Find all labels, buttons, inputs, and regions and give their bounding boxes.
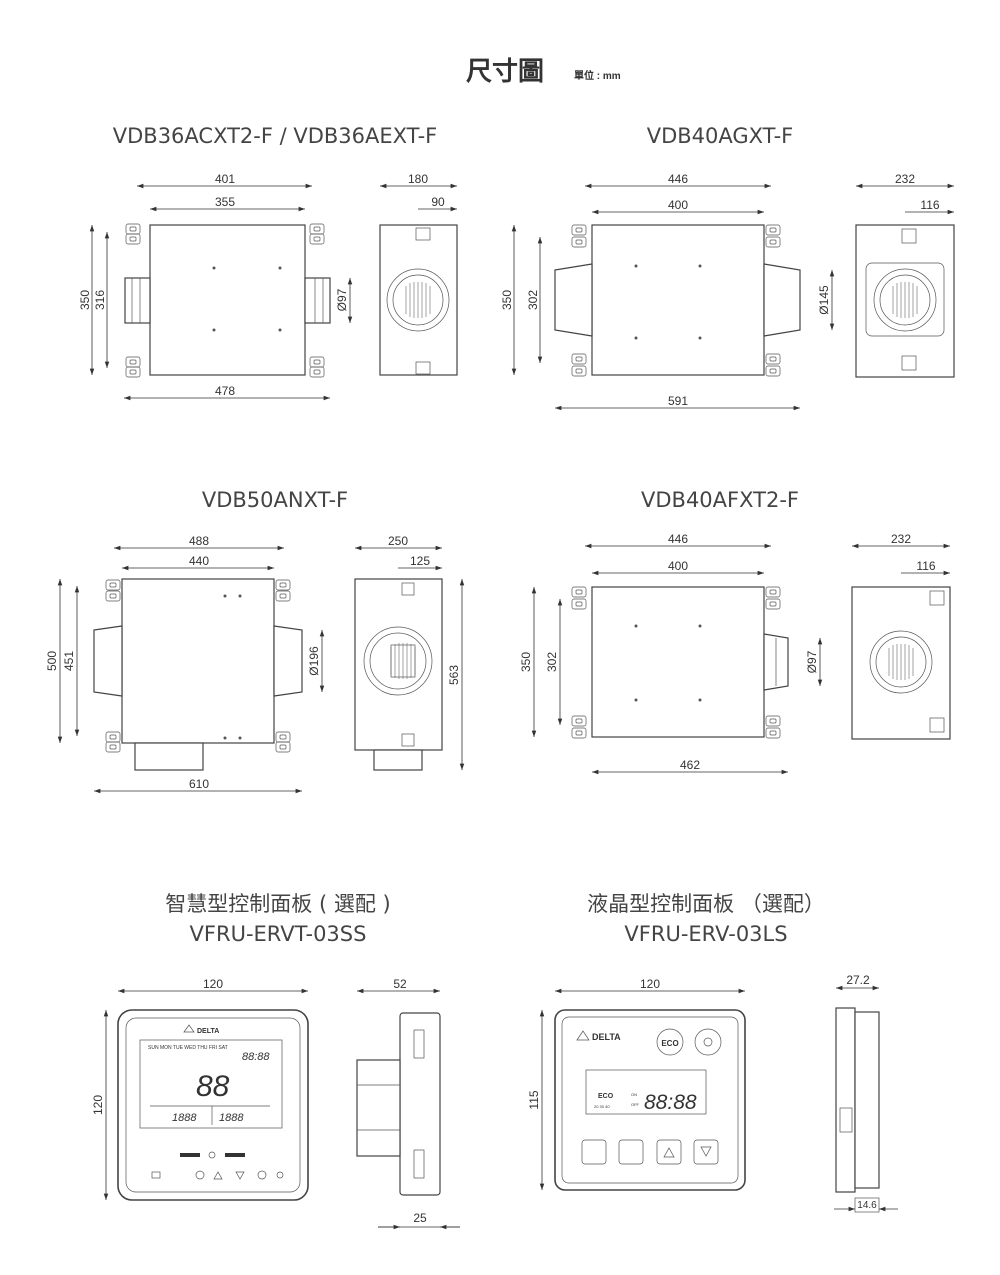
dim-label: 302 [545,652,559,672]
lcd-days: SUN MON TUE WED THU FRI SAT [148,1045,228,1051]
dim-label: 27.2 [846,973,870,987]
dim-label: 610 [189,777,209,791]
lcd-left: 1888 [172,1112,197,1124]
dim-label: Ø97 [805,650,819,673]
dim-label: 180 [408,172,428,186]
timer-button[interactable] [618,1139,644,1165]
dim-label: 232 [895,172,915,186]
dim-label: 440 [189,554,209,568]
dim-label: 125 [410,554,430,568]
unit-body-front [121,578,275,744]
unit-body-side [354,578,443,751]
dim-label: 25 [413,1211,427,1225]
dim-label: 400 [668,198,688,212]
unit-title: VDB40AFXT2-F [641,488,799,512]
book-icon[interactable] [151,1171,161,1179]
panel-smart-side [399,1012,441,1196]
dim-label: 500 [45,651,59,671]
unit-title: VDB50ANXT-F [202,488,348,512]
dim-label: 14.6 [857,1200,877,1211]
down-button[interactable] [693,1139,719,1165]
dim-label: 350 [78,290,92,310]
unit-title: VDB36ACXT2-F / VDB36AEXT-F [113,124,438,148]
unit-vdb40g: VDB40AGXT-F 446 400 350 302 Ø145 591 232… [500,124,955,411]
unit-body-front [591,586,765,738]
dim-label: 350 [500,290,514,310]
dim-label: 355 [215,195,235,209]
up-button[interactable] [656,1139,682,1165]
panel-title: 液晶型控制面板 （選配） [587,892,825,916]
power-button[interactable] [694,1028,722,1056]
fan-button[interactable] [581,1139,607,1165]
unit-body-front [591,224,765,376]
lcd-clock: 88:88 [242,1051,270,1063]
power-icon[interactable] [257,1170,267,1180]
power-icon [703,1037,713,1047]
lcd-off: OFF [631,1102,640,1107]
dim-label: 591 [668,394,688,408]
page-title: 尺寸圖 [466,57,544,87]
unit-label: 單位 : mm [574,69,621,82]
dim-label: 120 [203,977,223,991]
dim-label: 250 [388,534,408,548]
lcd-time: 88:88 [644,1091,697,1114]
dim-label: Ø97 [335,288,349,311]
dim-label: 90 [431,195,445,209]
triangle-up-icon[interactable] [213,1171,223,1180]
panel-lcd-front [554,1009,746,1191]
dim-label: 115 [527,1090,541,1109]
dim-label: 350 [519,652,533,672]
dim-label: 116 [916,559,935,573]
lcd-right: 1888 [219,1112,244,1124]
unit-body-side [379,224,458,376]
dim-label: 52 [393,977,407,991]
dim-label: 446 [668,172,688,186]
unit-vdb50: VDB50ANXT-F 488 440 500 451 Ø196 610 250… [45,488,465,794]
panel-lcd-side [835,1007,856,1193]
brand-logo: DELTA [197,1028,219,1035]
unit-vdb36: VDB36ACXT2-F / VDB36AEXT-F 401 355 350 3… [78,124,458,401]
dim-label: 401 [215,172,235,186]
dim-label: 446 [668,532,688,546]
lcd-eco: ECO [598,1093,614,1100]
dim-label: Ø196 [307,646,321,676]
panel-title: 智慧型控制面板 ( 選配 ) [165,892,390,916]
unit-body-front [149,224,306,376]
panel-model: VFRU-ERVT-03SS [190,922,367,946]
panel-smart-front [117,1009,309,1201]
dim-label: Ø145 [817,285,831,315]
dim-label: 232 [891,532,911,546]
brand-logo: DELTA [592,1032,621,1042]
panel-smart: 智慧型控制面板 ( 選配 ) VFRU-ERVT-03SS DELTA SUN … [91,892,460,1230]
triangle-down-icon[interactable] [235,1171,245,1180]
dim-label: 400 [668,559,688,573]
triangle-up-icon [663,1147,675,1158]
dim-label: 462 [680,758,700,772]
dim-label: 478 [215,384,235,398]
dim-label: 316 [93,290,107,310]
dim-label: 302 [526,290,540,310]
unit-title: VDB40AGXT-F [647,124,794,148]
dim-label: 451 [62,651,76,671]
panel-lcd: 液晶型控制面板 （選配） VFRU-ERV-03LS DELTA ECO ECO… [527,892,898,1213]
dim-label: 120 [640,977,660,991]
dim-label: 116 [920,198,939,212]
lcd-temp: 88 [196,1070,230,1103]
lcd-on: ON [631,1092,637,1097]
clock-icon[interactable] [195,1170,205,1180]
lcd-speeds: 20 30 40 [594,1104,610,1109]
dim-label: 488 [189,534,209,548]
dim-label: 563 [447,665,461,685]
triangle-down-icon [700,1146,712,1157]
eco-button[interactable] [656,1028,684,1056]
dim-label: 120 [91,1095,105,1115]
eco-button-label: ECO [661,1039,678,1048]
panel-model: VFRU-ERV-03LS [624,922,787,946]
unit-vdb40f: VDB40AFXT2-F 446 400 350 302 Ø97 462 232… [519,488,951,775]
